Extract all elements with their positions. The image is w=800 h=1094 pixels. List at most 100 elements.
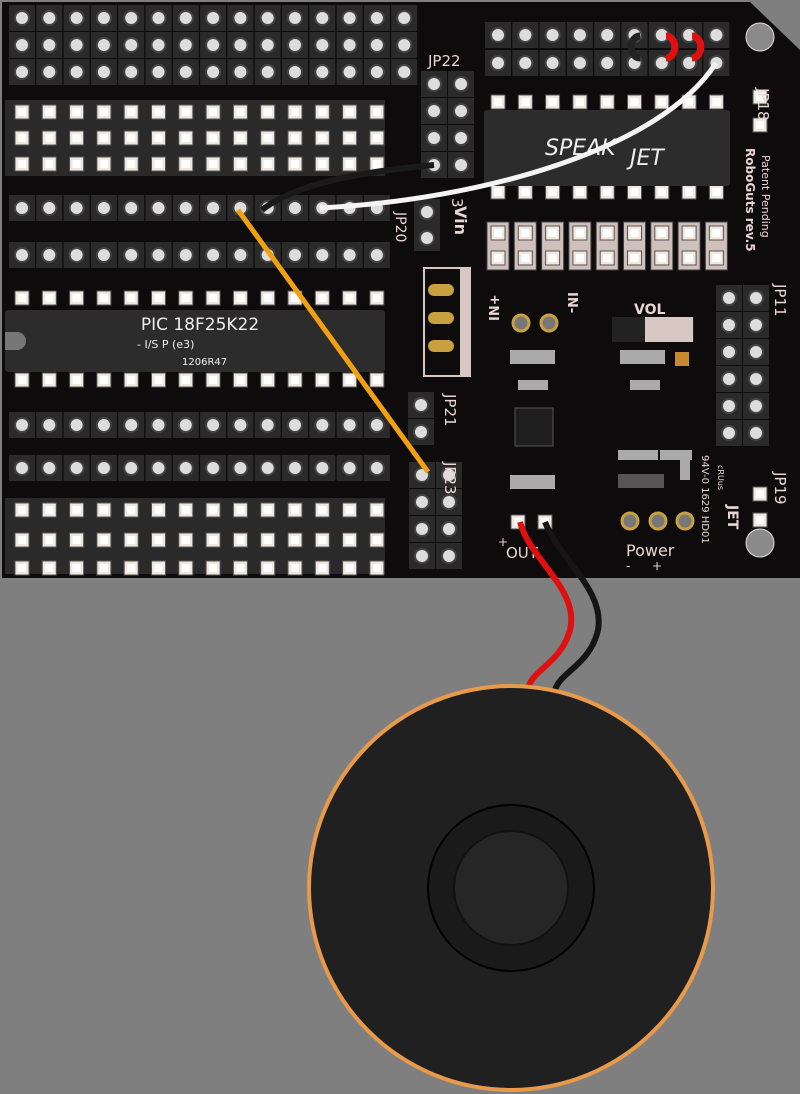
solder-pad <box>123 560 139 576</box>
solder-pad <box>287 130 303 146</box>
header-pin <box>118 59 145 85</box>
header-pin <box>408 392 434 418</box>
label-jp19: JP19 <box>771 471 789 505</box>
solder-pad <box>14 532 30 548</box>
header-pin <box>421 71 447 97</box>
solder-pad <box>369 532 385 548</box>
header-pin <box>414 225 440 251</box>
header-pin <box>36 5 63 31</box>
solder-pad <box>342 560 358 576</box>
solder-pad <box>369 104 385 120</box>
header-pin <box>391 59 418 85</box>
label-jp23: JP23 <box>441 461 459 495</box>
header-pin <box>363 32 390 58</box>
solder-pad <box>151 502 166 518</box>
header-pin <box>36 455 63 481</box>
header-pin <box>648 50 675 76</box>
solder-pad <box>708 184 724 200</box>
header-pin <box>254 32 281 58</box>
solder-pad <box>205 104 221 120</box>
label-power-minus: - <box>626 559 630 573</box>
solder-pad <box>545 250 561 266</box>
header-pin <box>90 242 117 268</box>
solder-pad <box>123 532 139 548</box>
ic-code: 1206R47 <box>182 357 227 368</box>
header-pin <box>309 5 336 31</box>
solder-pad <box>314 156 330 172</box>
solder-pad <box>342 156 358 172</box>
header-pin <box>63 195 90 221</box>
solder-pad <box>151 104 166 120</box>
header-pin <box>282 242 308 268</box>
mounting-hole <box>745 22 775 52</box>
header-pin <box>90 59 117 85</box>
header-pin <box>594 22 621 48</box>
solder-pad <box>232 532 248 548</box>
header-pin <box>36 412 63 438</box>
solder-pad <box>342 532 358 548</box>
header-pin <box>118 412 145 438</box>
header-pin <box>716 312 742 338</box>
ul-mark: cRUus <box>716 465 725 490</box>
label-power-plus: + <box>652 559 662 573</box>
solder-pad <box>342 104 358 120</box>
header-pin <box>145 242 172 268</box>
solder-pad <box>545 225 561 241</box>
header-pin <box>363 242 390 268</box>
label-jp21: JP21 <box>441 393 459 427</box>
header-pin <box>118 195 145 221</box>
header-pin <box>200 455 227 481</box>
solder-pad <box>287 560 303 576</box>
solder-pad <box>151 372 166 388</box>
speaker-wire-red <box>517 521 575 691</box>
solder-pad <box>232 104 248 120</box>
solder-pad <box>287 532 303 548</box>
header-pin <box>363 195 390 221</box>
solder-pad <box>96 532 112 548</box>
header-pin <box>172 242 199 268</box>
solder-pad <box>151 156 166 172</box>
header-pin <box>200 32 227 58</box>
header-pin <box>172 455 199 481</box>
header-pin <box>172 5 199 31</box>
solder-pad <box>314 560 330 576</box>
solder-pad <box>572 225 588 241</box>
header-pin <box>363 455 390 481</box>
header-pin <box>118 5 145 31</box>
label-patent: Patent Pending <box>759 155 772 238</box>
solder-pad <box>96 290 112 306</box>
header-pin <box>336 455 363 481</box>
header-pin <box>716 285 742 311</box>
solder-pad <box>287 104 303 120</box>
header-pin <box>200 242 227 268</box>
solder-pad <box>41 502 57 518</box>
header-pin <box>703 22 730 48</box>
header-pin <box>63 59 90 85</box>
solder-pad <box>517 94 533 110</box>
solder-pad <box>69 560 85 576</box>
voltage-regulator <box>423 267 471 377</box>
header-pin <box>9 195 35 221</box>
header-pin <box>539 50 566 76</box>
solder-pad <box>681 225 697 241</box>
solder-pad <box>123 104 139 120</box>
mounting-hole <box>745 528 775 558</box>
header-pin <box>409 543 435 569</box>
header-pin <box>282 412 308 438</box>
solder-pad <box>342 290 358 306</box>
header-pin <box>145 59 172 85</box>
solder-pad <box>260 560 276 576</box>
solder-pad <box>205 532 221 548</box>
header-pin <box>716 420 742 446</box>
header-pin <box>145 412 172 438</box>
header-pin <box>448 125 474 151</box>
header-pin <box>9 455 35 481</box>
pcb-board <box>2 2 800 578</box>
label-vin: Vin <box>451 206 470 235</box>
solder-pad <box>314 532 330 548</box>
solder-pad <box>599 94 615 110</box>
header-pin <box>594 50 621 76</box>
solder-pad <box>314 372 330 388</box>
solder-pad <box>369 130 385 146</box>
